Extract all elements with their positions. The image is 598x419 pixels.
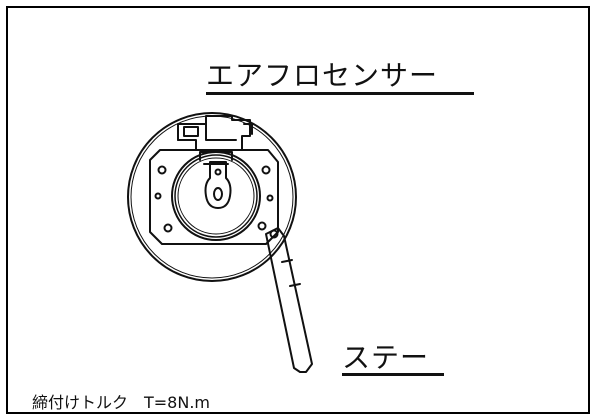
stay-bolt	[269, 229, 279, 239]
mounting-hole	[157, 165, 167, 175]
sensor-element	[204, 161, 232, 209]
torque-note: 締付けトルク T=8N.m	[32, 393, 211, 412]
stay-bracket	[265, 227, 313, 373]
air-flow-sensor-underline	[206, 92, 474, 95]
outer-plate	[127, 112, 297, 282]
mounting-hole	[257, 221, 267, 231]
mounting-hole	[261, 165, 271, 175]
mounting-hole	[163, 223, 173, 233]
air-flow-sensor-label: エアフロセンサー	[206, 59, 439, 92]
sensor-bore	[171, 151, 261, 241]
connector-block	[177, 115, 251, 151]
stay-label: ステー	[342, 341, 430, 374]
diagram-frame	[6, 6, 590, 414]
stay-underline	[342, 373, 444, 376]
